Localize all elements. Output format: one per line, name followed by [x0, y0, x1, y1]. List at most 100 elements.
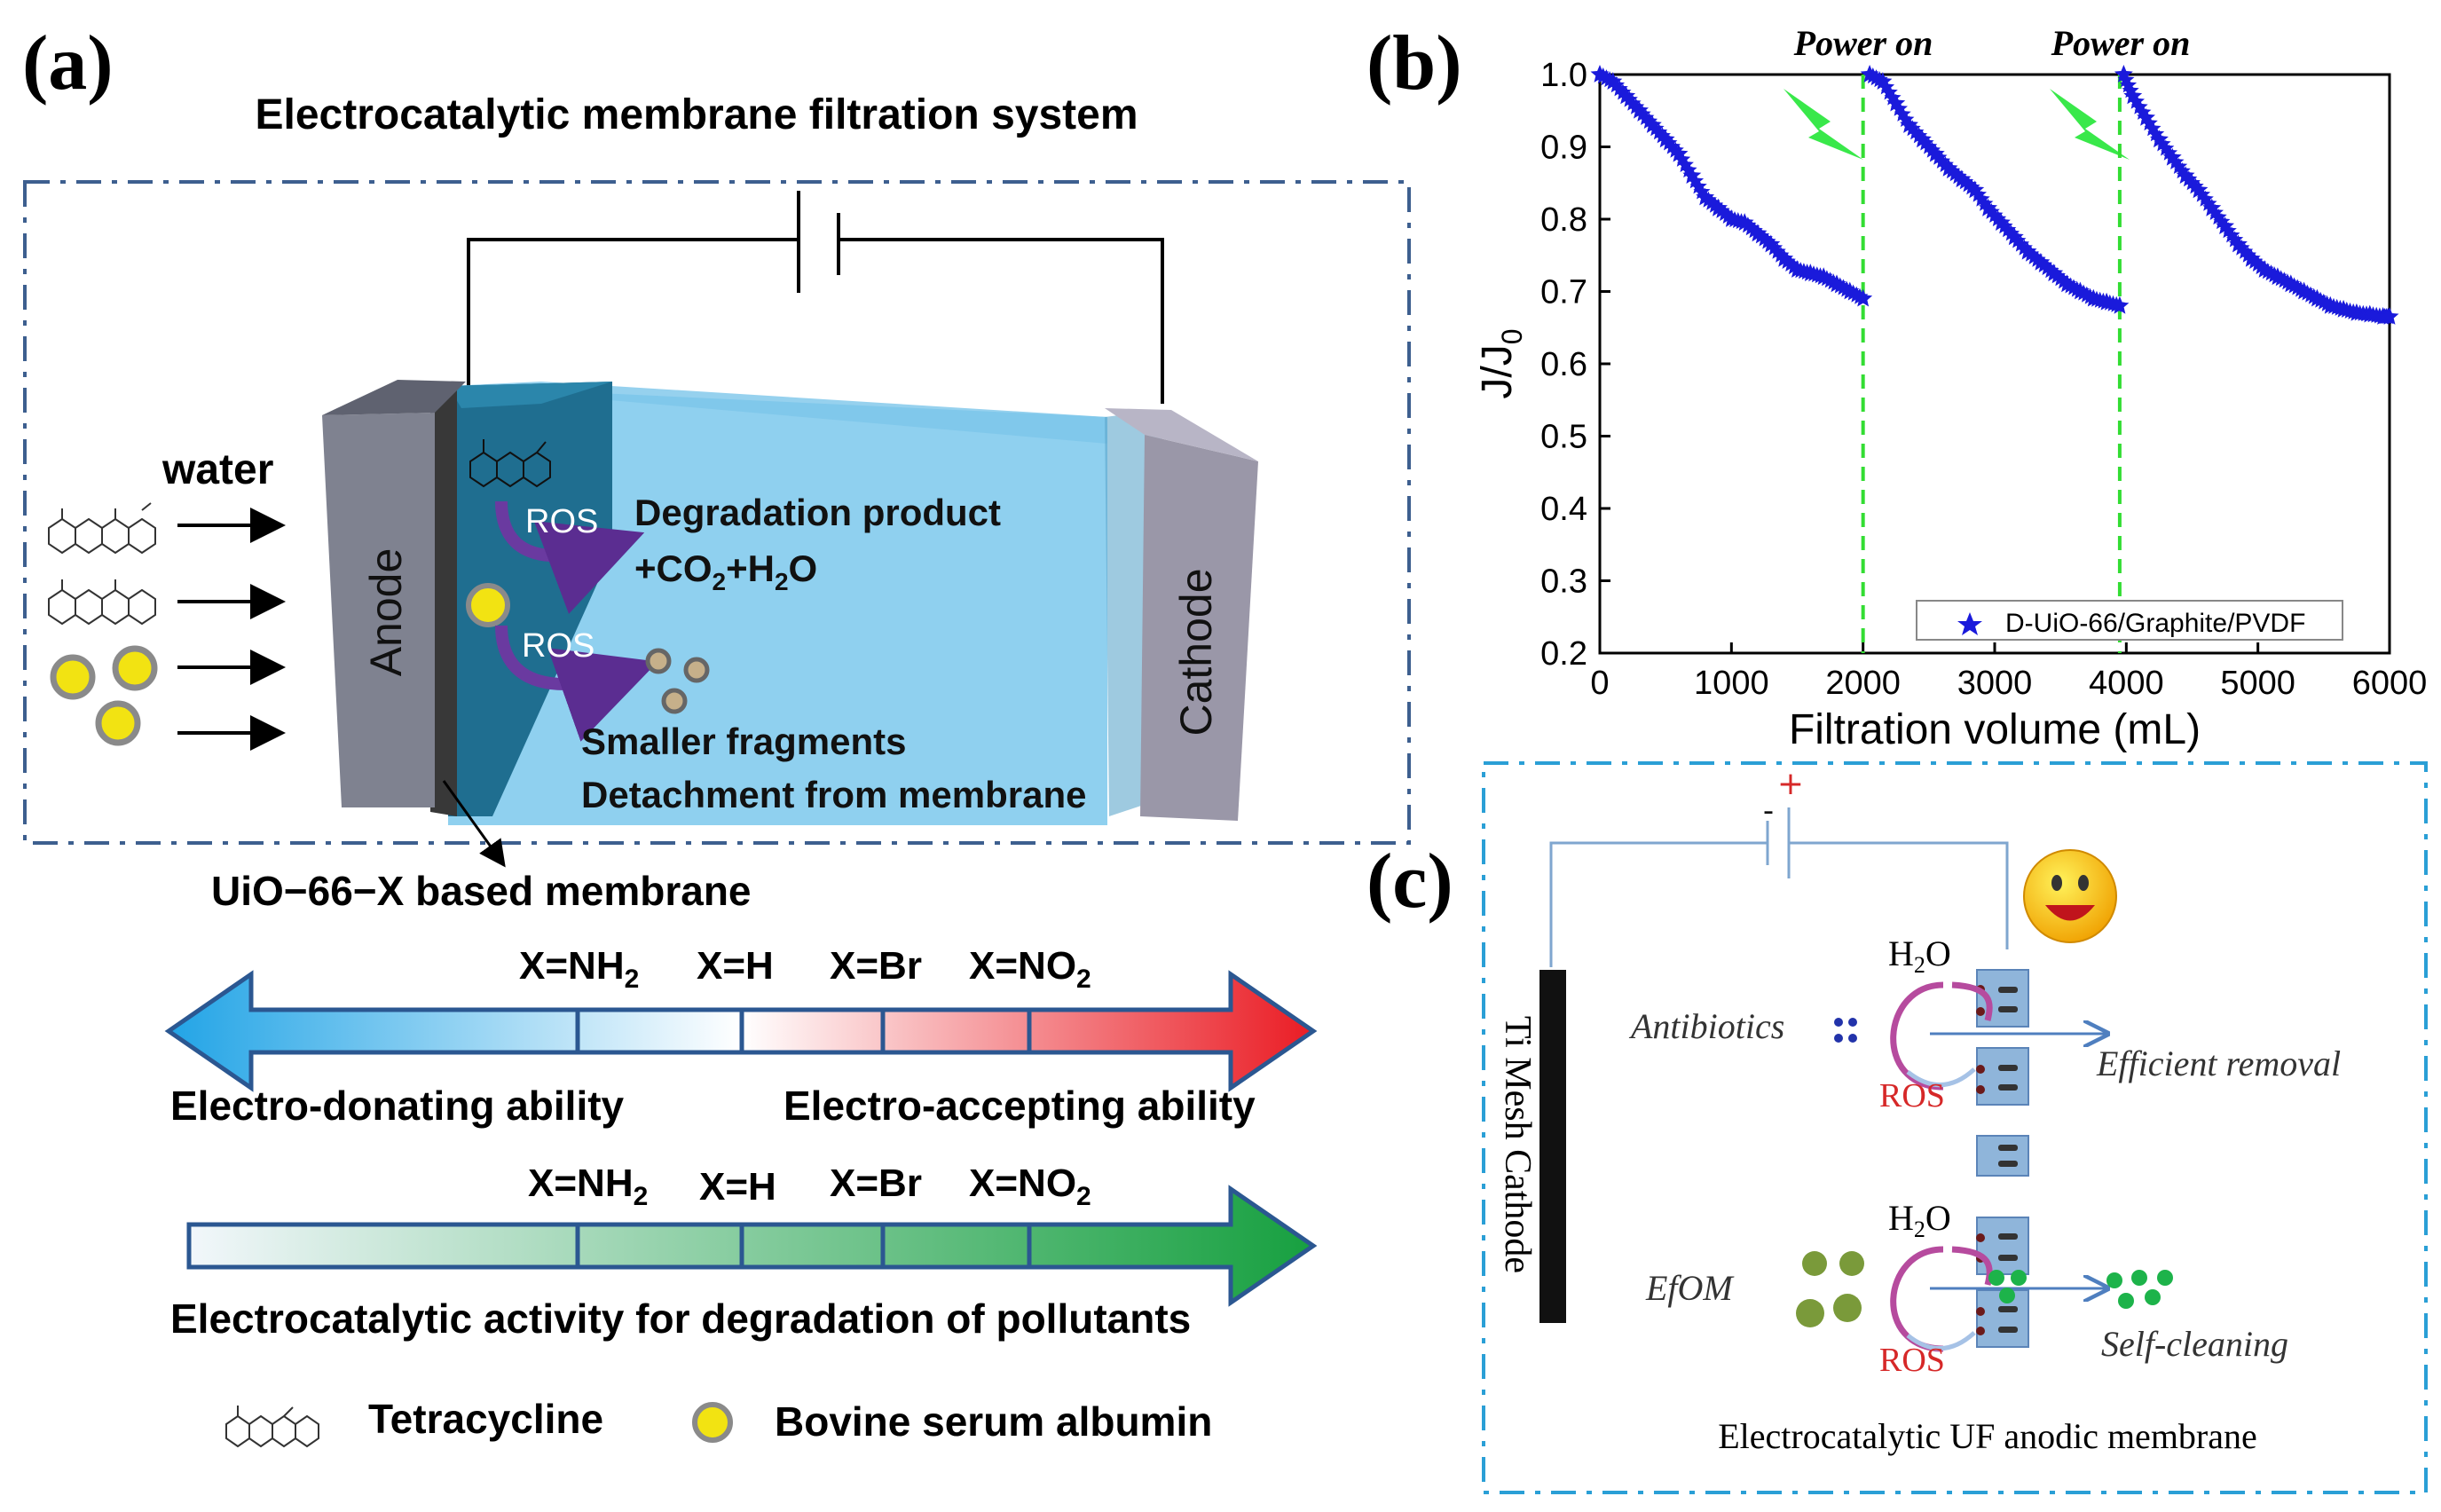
data-point: [2110, 295, 2130, 314]
panel-b-label: (b): [1366, 20, 1462, 106]
lightning-icon-1: [1784, 89, 1863, 160]
scale-1: X=NH2 X=H X=Br X=NO2 Electro-donating ab…: [164, 944, 1318, 1129]
chart-legend-marker: [1957, 612, 1982, 635]
self-cleaning-text: Self-cleaning: [2101, 1324, 2288, 1364]
panel-c-caption: Electrocatalytic UF anodic membrane: [1718, 1416, 2257, 1456]
degradation-product-text: Degradation product: [634, 492, 1001, 533]
ros-arrow-2: [495, 625, 658, 742]
data-point: [1963, 178, 1980, 195]
data-point: [1854, 288, 1873, 307]
data-point: [1614, 83, 1632, 100]
ros-label-c1: ROS: [1879, 1077, 1945, 1114]
tetracycline-molecule-icon: [48, 502, 156, 626]
scale2-label-h: X=H: [699, 1165, 776, 1209]
panel-a-title: Electrocatalytic membrane filtration sys…: [255, 91, 1138, 138]
membrane-pointer-arrow: [442, 780, 506, 868]
data-point: [2246, 252, 2264, 269]
electro-donating-text: Electro-donating ability: [170, 1083, 625, 1129]
ros-label-1: ROS: [525, 503, 598, 540]
plus-sign: +: [1777, 766, 1804, 802]
ros-label-2: ROS: [522, 627, 595, 665]
y-tick-label: 0.3: [1540, 563, 1587, 601]
water-top: [448, 382, 1107, 444]
chart-legend: D-UiO-66/Graphite/PVDF: [1916, 600, 2343, 641]
smiley-icon: [2023, 849, 2117, 943]
antibiotic-dots: [1834, 1018, 1857, 1043]
efficient-removal-text: Efficient removal: [2096, 1043, 2341, 1083]
smaller-fragments-text: Smaller fragments: [581, 721, 906, 762]
anode-block: [322, 413, 435, 807]
data-point: [2167, 153, 2185, 169]
membrane-region: [448, 382, 612, 816]
data-point: [2009, 232, 2027, 248]
panel-c-circuit: [1549, 807, 2009, 967]
co2-h2o-text: +CO2+H2O: [634, 547, 817, 595]
data-point: [1766, 239, 1784, 256]
data-point: [2206, 203, 2224, 220]
data-point: [1653, 127, 1671, 144]
cycle-arrow-upper: [1890, 981, 1993, 1091]
tetracycline-legend-icon: [225, 1406, 319, 1448]
panel-a-legend: Tetracycline Bovine serum albumin: [225, 1396, 1212, 1448]
legend-tetracycline-text: Tetracycline: [368, 1396, 603, 1442]
data-point: [2249, 255, 2267, 272]
power-on-label-1: Power on: [1793, 23, 1933, 63]
data-point: [1924, 141, 1941, 158]
ros-label-c2: ROS: [1879, 1342, 1945, 1379]
data-point: [2380, 307, 2399, 325]
y-tick-label: 0.2: [1540, 635, 1587, 673]
data-point: [1768, 242, 1786, 259]
minus-sign: -: [1763, 793, 1774, 829]
antibiotics-text: Antibiotics: [1628, 1006, 1784, 1046]
cathode-block: [1140, 435, 1258, 821]
data-point: [2120, 76, 2138, 93]
y-tick-label: 0.4: [1540, 491, 1587, 528]
data-point: [2161, 144, 2178, 161]
data-point: [2048, 267, 2066, 284]
data-point: [1610, 80, 1628, 97]
water-label: water: [161, 446, 273, 493]
y-tick-label: 0.8: [1540, 201, 1587, 239]
x-tick-label: 5000: [2220, 665, 2295, 702]
chart-series-points: [1590, 65, 2399, 325]
bsa-particles-inflow: [50, 645, 158, 746]
x-axis-title: Filtration volume (mL): [1789, 706, 2201, 753]
data-point: [2003, 224, 2020, 241]
scale2-label-no2: X=NO2: [969, 1162, 1091, 1211]
chart-legend-series-name: D-UiO-66/Graphite/PVDF: [2005, 609, 2305, 638]
x-tick-label: 0: [1590, 665, 1609, 702]
scale1-label-no2: X=NO2: [969, 944, 1091, 994]
bsa-legend-icon: [692, 1402, 733, 1443]
data-point: [1687, 172, 1705, 189]
data-point: [2042, 262, 2059, 279]
data-point: [1761, 234, 1781, 253]
uio-membrane-strip: [430, 390, 457, 816]
single-arrow-green: [186, 1185, 1318, 1307]
data-point: [1873, 72, 1893, 90]
input-arrows: [177, 508, 286, 751]
data-point: [1930, 148, 1948, 165]
h2o-label-2: H2O: [1888, 1198, 1951, 1242]
data-point: [1647, 120, 1665, 137]
scale2-label-nh2: X=NH2: [528, 1162, 648, 1211]
detachment-text: Detachment from membrane: [581, 774, 1086, 815]
power-on-lines: [1861, 75, 2122, 653]
fragment-particles: [645, 648, 710, 714]
ti-mesh-cathode-text: Ti Mesh Cathode: [1497, 1016, 1538, 1273]
tetracycline-on-membrane-icon: [469, 439, 551, 488]
bsa-on-membrane: [466, 583, 510, 627]
y-tick-label: 1.0: [1540, 57, 1587, 94]
data-point: [2200, 194, 2217, 211]
data-point: [2127, 92, 2145, 109]
panel-c-frame: [1482, 761, 2428, 1494]
legend-bsa-text: Bovine serum albumin: [775, 1398, 1212, 1445]
circuit-wire: [467, 191, 1164, 404]
data-point: [2209, 209, 2227, 225]
data-point: [1608, 76, 1626, 93]
data-point: [1969, 185, 1987, 202]
data-point: [1972, 190, 1990, 207]
panel-c: (c) + - Ti Mesh Cathode: [1366, 761, 2428, 1494]
data-point: [2051, 270, 2069, 287]
